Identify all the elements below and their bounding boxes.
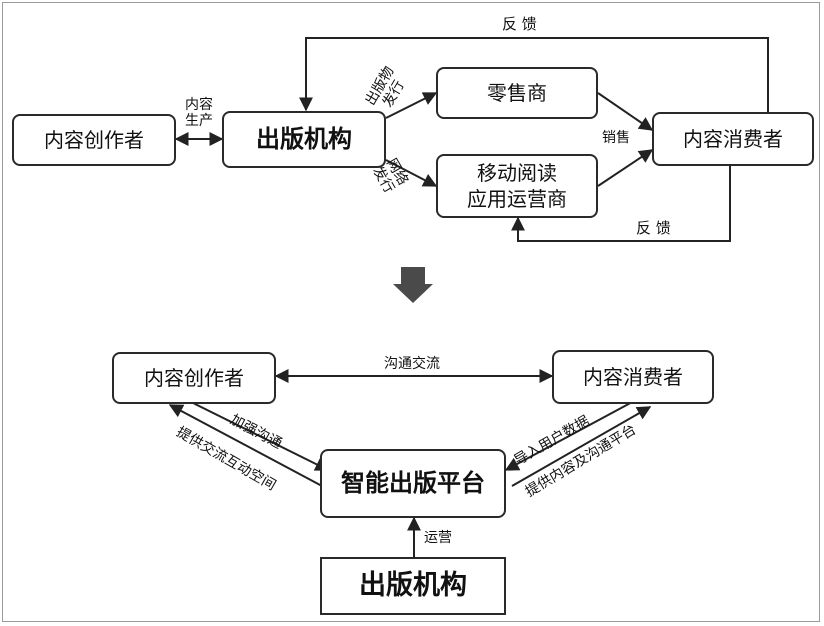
retailer-box: 零售商	[436, 67, 598, 119]
arrow-retailer-sales	[597, 92, 654, 131]
publisher-label-bottom: 出版机构	[359, 570, 467, 602]
content-production-line-1: 内容	[185, 97, 213, 113]
communication-label: 沟通交流	[384, 356, 440, 372]
mobile-operator-label-1: 移动阅读	[477, 161, 557, 185]
content-production-label: 内容 生产	[185, 97, 213, 129]
mobile-operator-box: 移动阅读 应用运营商	[436, 154, 598, 218]
arrow-provide-platform	[511, 406, 652, 487]
retailer-label: 零售商	[487, 81, 547, 105]
creator-label-bottom: 内容创作者	[144, 366, 244, 390]
arrow-feedback-bottom	[511, 166, 731, 242]
creator-label-top: 内容创作者	[44, 128, 144, 152]
creator-box-top: 内容创作者	[12, 114, 176, 166]
arrow-strengthen-communication	[184, 398, 330, 471]
consumer-label-bottom: 内容消费者	[583, 365, 683, 389]
arrow-provide-space	[168, 404, 323, 487]
smart-platform-label: 智能出版平台	[341, 468, 485, 497]
consumer-label-top: 内容消费者	[683, 127, 783, 151]
arrow-mobile-sales	[597, 149, 654, 187]
publisher-box-top: 出版机构	[222, 111, 386, 168]
content-production-line-2: 生产	[185, 113, 213, 130]
consumer-box-bottom: 内容消费者	[552, 350, 714, 404]
sales-label: 销售	[602, 130, 630, 146]
mobile-operator-label-2: 应用运营商	[467, 187, 567, 211]
publisher-label-top: 出版机构	[256, 124, 352, 153]
arrow-publication-distribution	[385, 92, 438, 119]
operate-label: 运营	[424, 530, 452, 546]
publisher-box-bottom: 出版机构	[320, 557, 506, 615]
consumer-box-top: 内容消费者	[652, 112, 814, 166]
creator-box-bottom: 内容创作者	[112, 352, 276, 404]
down-arrow-icon	[393, 267, 433, 303]
arrow-network-distribution	[385, 159, 438, 187]
smart-platform-box: 智能出版平台	[320, 449, 506, 518]
feedback-label-bottom: 反 馈	[636, 219, 671, 237]
arrow-import-data	[504, 399, 637, 471]
arrow-feedback-top	[299, 37, 769, 112]
feedback-label-top: 反 馈	[502, 15, 537, 33]
